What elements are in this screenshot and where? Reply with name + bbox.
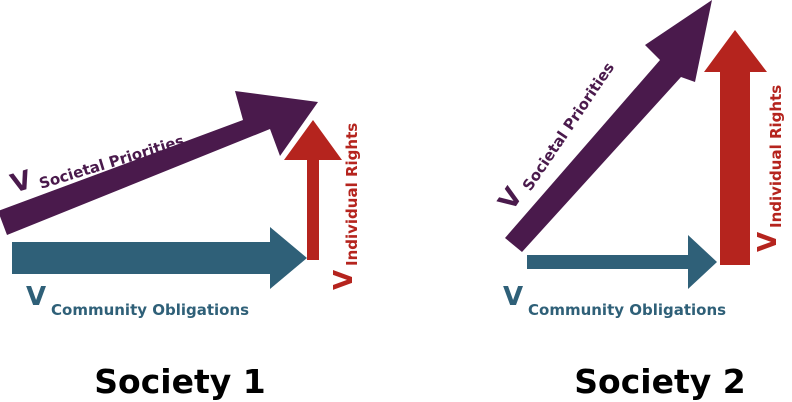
society-1-diagram: V Societal Priorities V Community Obliga… (0, 91, 361, 401)
individual-rights-label: Individual Rights (767, 85, 785, 228)
society-2-individual-label: V Individual Rights (753, 85, 785, 252)
society-2-societal-arrow (505, 0, 712, 252)
individual-rights-label: Individual Rights (343, 123, 361, 266)
society-2-individual-arrow (704, 30, 767, 265)
society-1-community-arrow (12, 227, 307, 289)
society-1-societal-arrow (0, 91, 318, 235)
society-2-diagram: V Societal Priorities V Community Obliga… (493, 0, 785, 401)
vector-symbol: V (329, 270, 359, 290)
society-1-individual-label: V Individual Rights (329, 123, 361, 290)
society-1-caption: Society 1 (94, 362, 265, 401)
vector-symbol: V (26, 282, 46, 312)
community-obligations-label: Community Obligations (528, 301, 726, 319)
vector-symbol: V (503, 282, 523, 312)
society-2-caption: Society 2 (574, 362, 745, 401)
vector-symbol: V (753, 232, 783, 252)
vector-symbol: V (7, 165, 35, 200)
society-1-community-label: V Community Obligations (26, 282, 249, 319)
society-1-individual-arrow (284, 120, 342, 260)
society-2-community-arrow (527, 235, 717, 289)
society-2-community-label: V Community Obligations (503, 282, 726, 319)
community-obligations-label: Community Obligations (51, 301, 249, 319)
